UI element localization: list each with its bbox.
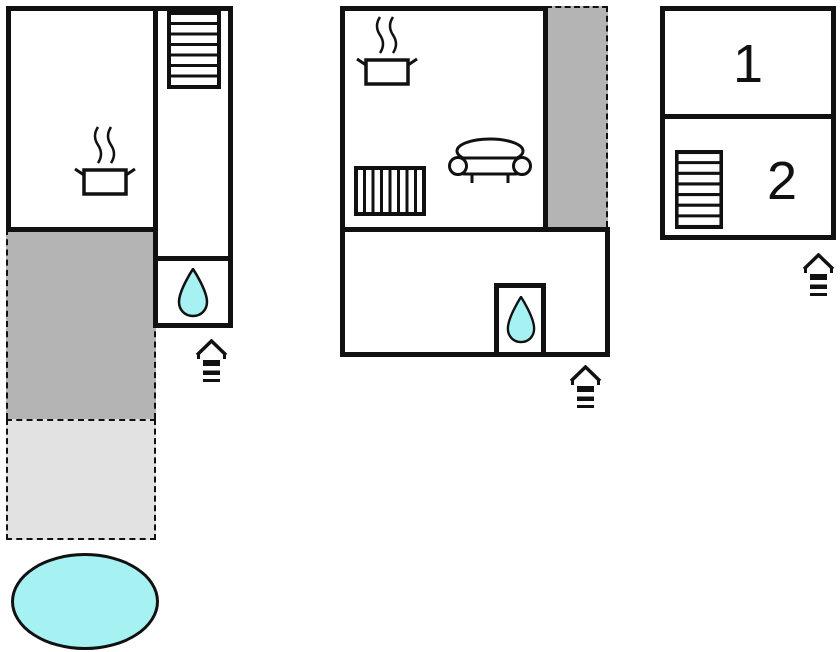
water-drop-icon — [506, 296, 536, 344]
stairs-icon — [167, 11, 221, 89]
room-lower — [340, 227, 610, 357]
covered-terrace — [6, 229, 156, 419]
room-label-1: 1 — [732, 34, 764, 94]
sofa-icon — [448, 136, 532, 186]
stove-icon — [356, 14, 418, 88]
covered-terrace-strip — [546, 6, 608, 227]
water-drop-icon — [177, 268, 209, 318]
bathroom-divider-wall — [153, 256, 233, 261]
entrance-icon — [195, 339, 228, 385]
pool — [11, 553, 159, 650]
room-label-2: 2 — [766, 151, 798, 211]
entrance-icon — [802, 253, 835, 299]
open-terrace — [6, 419, 156, 540]
entrance-icon — [569, 365, 602, 411]
stairs-icon — [675, 150, 723, 229]
floor-divider-wall — [660, 114, 836, 119]
stove-icon — [74, 124, 136, 198]
room-living-kitchen — [6, 6, 158, 232]
radiator-icon — [354, 166, 426, 216]
room-bathroom — [494, 283, 546, 357]
